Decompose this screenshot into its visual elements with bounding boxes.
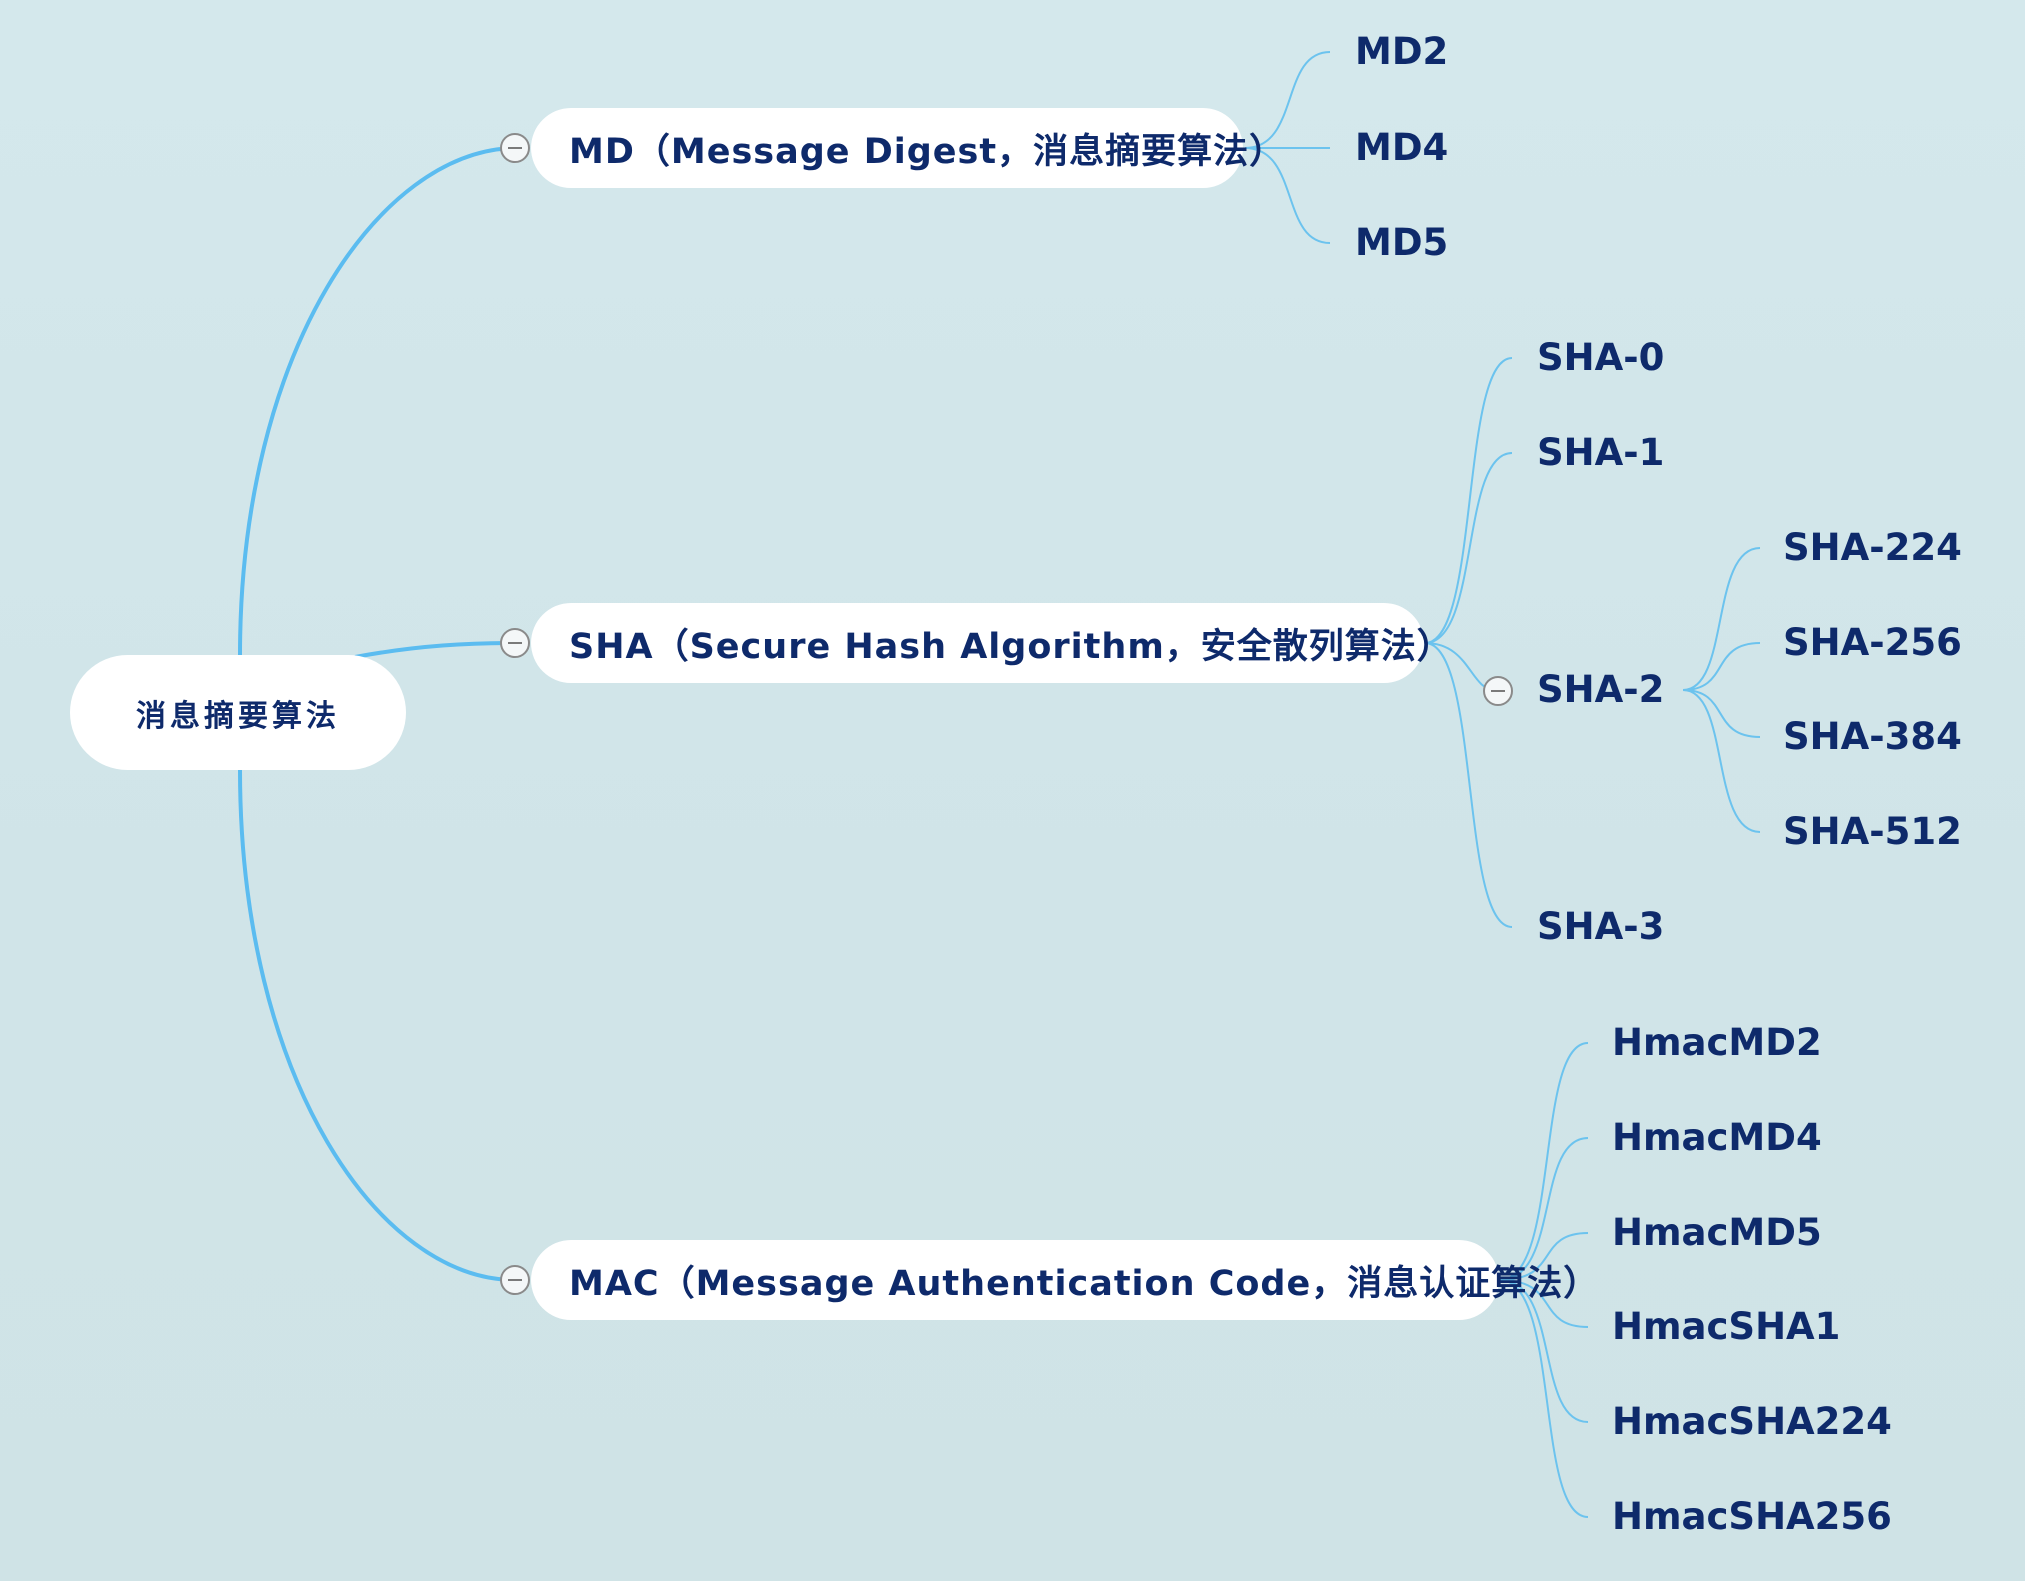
mac-branch-label: MAC（Message Authentication Code，消息认证算法） — [569, 1263, 1600, 1304]
leaf-sha0[interactable]: SHA-0 — [1537, 336, 1665, 379]
leaf-hmacmd5[interactable]: HmacMD5 — [1612, 1211, 1822, 1254]
root-to-md-link — [238, 146, 516, 656]
sha2-leaf-links — [1682, 547, 1761, 833]
md-leaf-links — [1244, 51, 1331, 244]
leaf-sha256[interactable]: SHA-256 — [1783, 621, 1962, 664]
leaf-md5[interactable]: MD5 — [1355, 221, 1449, 264]
leaf-md2[interactable]: MD2 — [1355, 30, 1449, 73]
sha2-collapse-button[interactable] — [1483, 676, 1513, 706]
root-node[interactable]: 消息摘要算法 — [70, 655, 406, 770]
root-to-mac-link — [238, 769, 516, 1282]
sha-branch-label: SHA（Secure Hash Algorithm，安全散列算法） — [569, 626, 1453, 667]
leaf-sha384[interactable]: SHA-384 — [1783, 715, 1962, 758]
md-branch-node[interactable]: MD（Message Digest，消息摘要算法） — [531, 108, 1284, 188]
leaf-hmacmd4[interactable]: HmacMD4 — [1612, 1116, 1822, 1159]
md-collapse-button[interactable] — [500, 133, 530, 163]
leaf-sha3[interactable]: SHA-3 — [1537, 905, 1665, 948]
leaf-hmacsha256[interactable]: HmacSHA256 — [1612, 1495, 1892, 1538]
leaf-hmacsha224[interactable]: HmacSHA224 — [1612, 1400, 1892, 1443]
mac-collapse-button[interactable] — [500, 1265, 530, 1295]
sha-collapse-button[interactable] — [500, 628, 530, 658]
leaf-hmacmd2[interactable]: HmacMD2 — [1612, 1021, 1822, 1064]
mac-branch-node[interactable]: MAC（Message Authentication Code，消息认证算法） — [531, 1240, 1598, 1320]
root-node-label: 消息摘要算法 — [136, 698, 340, 734]
leaf-hmacsha1[interactable]: HmacSHA1 — [1612, 1305, 1841, 1348]
mac-leaf-links — [1499, 1042, 1589, 1518]
sha-branch-node[interactable]: SHA（Secure Hash Algorithm，安全散列算法） — [531, 603, 1452, 683]
leaf-sha512[interactable]: SHA-512 — [1783, 810, 1962, 853]
root-to-sha-link — [354, 641, 516, 659]
leaf-sha1[interactable]: SHA-1 — [1537, 431, 1665, 474]
leaf-md4[interactable]: MD4 — [1355, 126, 1449, 169]
leaf-sha2[interactable]: SHA-2 — [1537, 668, 1665, 711]
md-branch-label: MD（Message Digest，消息摘要算法） — [569, 131, 1286, 172]
leaf-sha224[interactable]: SHA-224 — [1783, 526, 1962, 569]
